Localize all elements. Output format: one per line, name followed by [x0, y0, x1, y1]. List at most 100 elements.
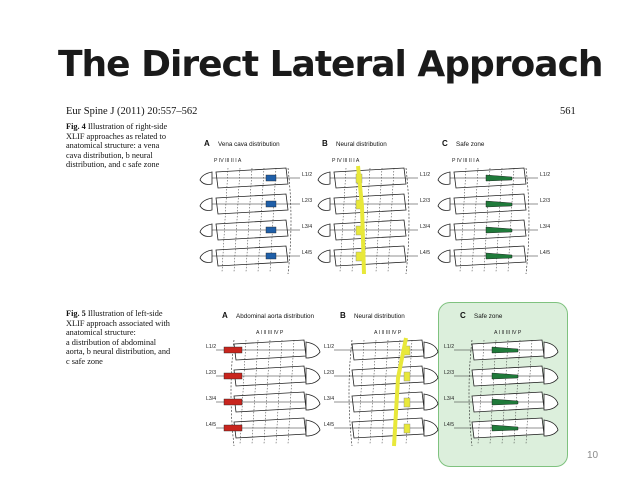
zone-line — [363, 167, 371, 273]
fig4-caption-line: distribution, and c safe zone — [66, 160, 160, 170]
posterior-element — [437, 223, 451, 237]
panel-title: Neural distribution — [336, 141, 387, 148]
safe-zone-marker — [485, 174, 513, 182]
zone-labels: A I II III IV P — [256, 330, 284, 336]
zone-line — [275, 339, 283, 445]
zone-line — [269, 167, 277, 273]
zone-labels: P IV III II I A — [332, 158, 360, 164]
level-label: L1/2 — [206, 344, 216, 350]
zone-line — [507, 167, 515, 273]
fig4-label: Fig. 4 — [66, 122, 86, 131]
fig4-caption-line: cava distribution, b neural — [66, 150, 153, 160]
level-label: L4/5 — [206, 422, 216, 428]
panel-title: Safe zone — [474, 313, 503, 320]
zone-line — [513, 339, 521, 445]
panel-letter: C — [442, 139, 448, 148]
posterior-element — [543, 367, 559, 385]
fig5-caption-line: Illustration of left-side — [87, 309, 163, 318]
fig4-caption-line: anatomical structure: a vena — [66, 141, 160, 151]
level-label: L4/5 — [324, 422, 334, 428]
posterior-element — [423, 393, 439, 411]
posterior-element — [199, 171, 213, 185]
slide-title: The Direct Lateral Approach — [58, 44, 604, 85]
level-label: L2/3 — [540, 198, 550, 204]
posterior-element — [543, 341, 559, 359]
level-label: L3/4 — [324, 396, 334, 402]
nerve-trunk — [392, 337, 408, 447]
fig5-label: Fig. 5 — [66, 309, 86, 318]
nerve-marker — [403, 397, 411, 408]
fig5-caption-line: aorta, b neural distribution, and — [66, 347, 171, 357]
fig5-caption-line: anatomical structure: — [66, 328, 136, 338]
zone-labels: A I II III IV P — [494, 330, 522, 336]
posterior-element — [317, 171, 331, 185]
fig5-caption-line: a distribution of abdominal — [66, 337, 157, 347]
zone-line — [483, 167, 491, 273]
zone-line — [263, 339, 271, 445]
zone-line — [471, 167, 479, 273]
zone-line — [221, 167, 229, 273]
zone-line — [245, 167, 253, 273]
level-label: L2/3 — [444, 370, 454, 376]
level-label: L1/2 — [444, 344, 454, 350]
nerve-trunk — [356, 165, 366, 275]
zone-line — [525, 339, 533, 445]
zone-line — [233, 167, 241, 273]
panel-letter: B — [322, 139, 328, 148]
vessel-marker — [265, 174, 277, 182]
vessel-marker — [265, 252, 277, 260]
level-label: L3/4 — [206, 396, 216, 402]
zone-line — [357, 339, 365, 445]
zone-labels: P IV III II I A — [452, 158, 480, 164]
nerve-marker — [403, 371, 411, 382]
posterior-element — [199, 197, 213, 211]
safe-zone-marker — [491, 398, 519, 406]
level-label: L2/3 — [206, 370, 216, 376]
level-label: L3/4 — [302, 224, 312, 230]
zone-line — [339, 167, 347, 273]
vessel-marker — [265, 226, 277, 234]
posterior-element — [543, 393, 559, 411]
vessel-marker — [223, 424, 243, 432]
zone-line — [489, 339, 497, 445]
zone-line — [405, 339, 413, 445]
nerve-marker — [403, 423, 411, 434]
posterior-element — [437, 171, 451, 185]
zone-labels: A I II III IV P — [374, 330, 402, 336]
anterior-curve — [348, 339, 353, 447]
fig4-caption-line: XLIF approaches as related to — [66, 131, 166, 141]
slide-number: 10 — [587, 450, 599, 461]
fig5-caption: Fig. 5 Illustration of left-side XLIF ap… — [66, 309, 170, 367]
safe-zone-marker — [491, 372, 519, 380]
zone-line — [459, 167, 467, 273]
level-label: L4/5 — [540, 250, 550, 256]
zone-line — [387, 167, 395, 273]
safe-zone-marker — [491, 346, 519, 354]
level-label: L2/3 — [420, 198, 430, 204]
vessel-marker — [265, 200, 277, 208]
safe-zone-marker — [491, 424, 519, 432]
anterior-curve — [405, 167, 410, 275]
level-label: L1/2 — [302, 172, 312, 178]
fig5-caption-line: c safe zone — [66, 356, 103, 366]
level-label: L3/4 — [540, 224, 550, 230]
zone-line — [287, 339, 295, 445]
anterior-curve — [287, 167, 292, 275]
zone-line — [375, 167, 383, 273]
nerve-marker — [355, 251, 363, 262]
posterior-element — [305, 341, 321, 359]
zone-line — [257, 167, 265, 273]
posterior-element — [437, 249, 451, 263]
level-label: L2/3 — [324, 370, 334, 376]
fig4-caption: Fig. 4 Illustration of right-side XLIF a… — [66, 122, 167, 170]
level-label: L2/3 — [302, 198, 312, 204]
zone-labels: P IV III II I A — [214, 158, 242, 164]
posterior-element — [199, 223, 213, 237]
zone-line — [495, 167, 503, 273]
panel-letter: C — [460, 311, 466, 320]
safe-zone-marker — [485, 226, 513, 234]
posterior-element — [305, 393, 321, 411]
